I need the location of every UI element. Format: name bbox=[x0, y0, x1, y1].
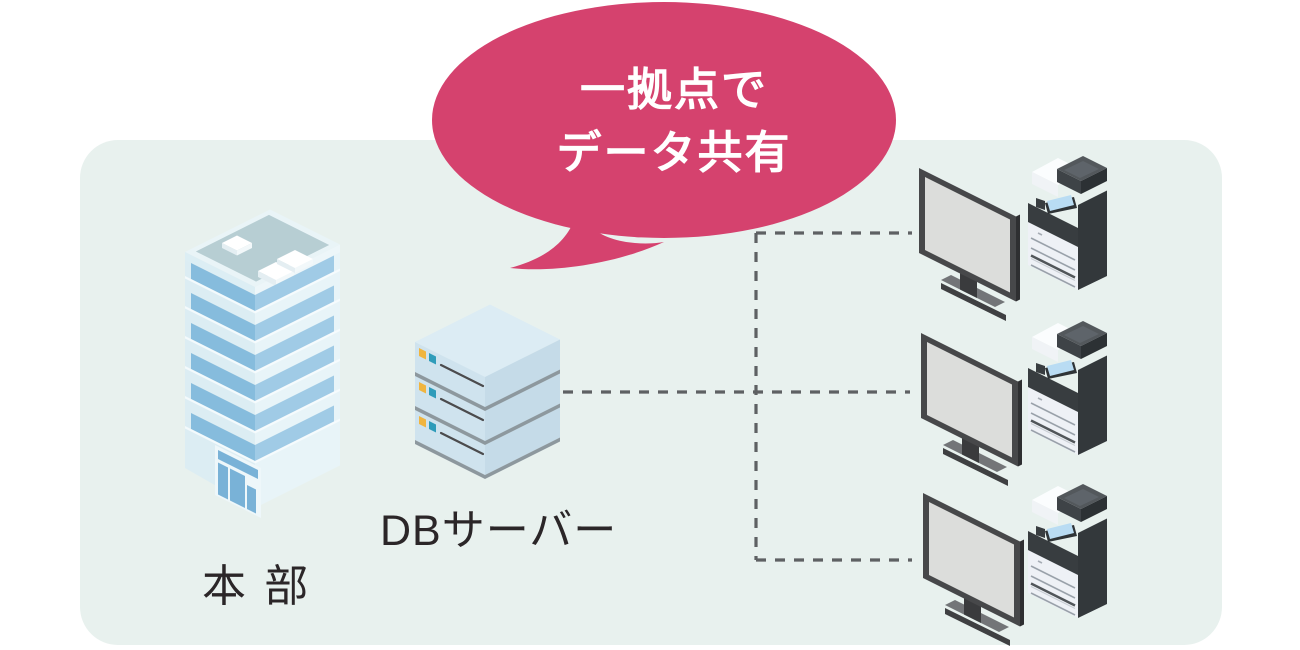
building-icon bbox=[185, 209, 340, 518]
callout-line-2: データ共有 bbox=[556, 127, 792, 178]
monitor-icon bbox=[923, 493, 1024, 646]
connection-lines bbox=[563, 231, 912, 562]
entrance-door bbox=[215, 444, 261, 518]
window-bands-right bbox=[255, 255, 334, 461]
printer-icon bbox=[1026, 319, 1109, 457]
slab-highlights-right bbox=[255, 268, 340, 464]
monitor-icon bbox=[921, 333, 1022, 486]
printer-icon bbox=[1026, 154, 1109, 292]
db-server-label: DBサーバー bbox=[380, 507, 618, 555]
speech-bubble bbox=[432, 2, 896, 270]
window-bands-left bbox=[191, 263, 255, 461]
workstation-3 bbox=[923, 482, 1109, 646]
printer-icon bbox=[1026, 482, 1109, 620]
workstation-2 bbox=[921, 319, 1109, 486]
slab-highlights-left bbox=[185, 276, 255, 464]
callout-text: 一拠点で データ共有 bbox=[444, 58, 904, 184]
headquarters-label: 本 部 bbox=[202, 562, 312, 611]
monitor-icon bbox=[919, 168, 1020, 321]
rooftop-units bbox=[222, 235, 313, 286]
callout-line-1: 一拠点で bbox=[579, 64, 768, 115]
db-server-icon bbox=[415, 304, 560, 479]
workstation-1 bbox=[919, 154, 1109, 321]
